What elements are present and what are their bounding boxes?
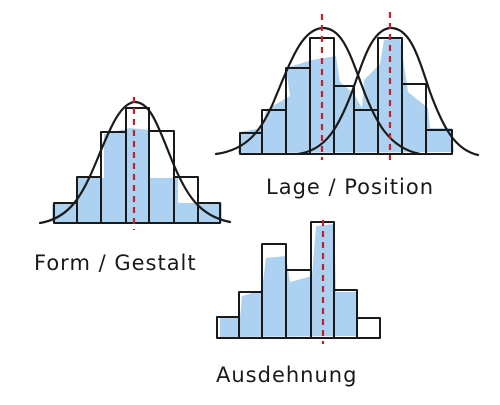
lage-bar xyxy=(425,129,453,155)
lage-bar xyxy=(401,83,427,155)
form-histogram-fill xyxy=(52,128,222,223)
ausdehnung-caption: Ausdehnung xyxy=(216,363,357,387)
form-caption: Form / Gestalt xyxy=(34,251,197,275)
form-bar xyxy=(197,202,221,224)
form-panel: Form / Gestalt xyxy=(34,97,232,275)
ausdehnung-bar xyxy=(333,289,358,339)
lage-histogram-fill xyxy=(238,38,454,153)
form-bar xyxy=(173,176,199,224)
lage-histogram-left xyxy=(239,37,355,155)
lage-panel: Lage / Position xyxy=(214,12,480,199)
lage-caption: Lage / Position xyxy=(266,175,434,199)
ausdehnung-panel: Ausdehnung xyxy=(216,220,381,387)
ausdehnung-histogram-fill xyxy=(220,224,358,337)
ausdehnung-bar xyxy=(356,317,381,339)
